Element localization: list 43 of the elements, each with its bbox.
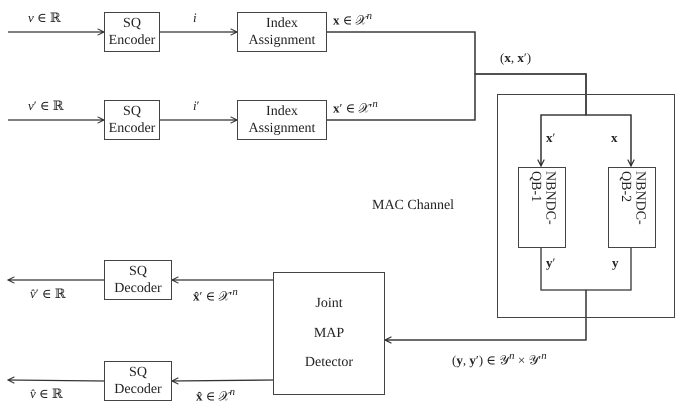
index-assignment-box	[237, 12, 327, 52]
index-assignment-box	[237, 100, 327, 140]
arrow	[8, 116, 105, 124]
edge-label: v̂′ ∈ ℝ	[30, 286, 66, 302]
arrow	[171, 377, 273, 385]
edge-label: x̂ ∈ 𝒳$^{n}$	[196, 386, 236, 404]
node-label: Index Assignment	[248, 14, 316, 50]
edge-label: x ∈ 𝒳$^{n}$	[333, 10, 372, 28]
signal-label: (y, y′) ∈ 𝒴$^{n}$ × 𝒴′$^{n}$	[452, 350, 547, 368]
signal-label: y	[612, 255, 618, 271]
signal-label: y′	[546, 255, 556, 271]
node-label: SQ Encoder	[108, 14, 156, 50]
signal-label: x′	[546, 130, 556, 146]
signal-label: (x, x′)	[500, 50, 532, 66]
channel-block-box	[518, 167, 566, 248]
arrow	[7, 276, 104, 284]
arrow	[8, 28, 105, 36]
detector-box	[273, 272, 385, 395]
edge-label: i	[193, 10, 197, 26]
node-label: NBNDC- QB-1	[527, 170, 557, 226]
node-label: Index Assignment	[248, 102, 316, 138]
node-label: SQ Decoder	[113, 262, 163, 298]
node-label: NBNDC- QB-2	[617, 170, 647, 226]
arrow	[160, 116, 238, 124]
edge-label: i′	[193, 98, 200, 114]
node-label: MAC Channel	[372, 197, 454, 214]
signal-label: x	[611, 130, 618, 146]
edge-label: x̂′ ∈ 𝒳′$^{n}$	[193, 286, 238, 304]
node-label: Joint MAP Detector	[304, 295, 354, 372]
channel-block-box	[608, 167, 656, 248]
edge-label: v̂ ∈ ℝ	[30, 386, 63, 402]
arrow	[7, 376, 104, 384]
edge-label: v′ ∈ ℝ	[28, 98, 64, 114]
arrow	[384, 247, 632, 344]
edge-label: x′ ∈ 𝒳′$^{n}$	[333, 98, 378, 116]
edge-label: v ∈ ℝ	[28, 10, 61, 26]
decoder-box	[104, 260, 172, 300]
node-label: SQ Encoder	[108, 102, 156, 138]
node-label: SQ Decoder	[113, 364, 163, 398]
arrow	[160, 28, 238, 36]
arrow	[171, 276, 273, 284]
decoder-box	[104, 361, 172, 401]
arrow	[327, 73, 635, 167]
